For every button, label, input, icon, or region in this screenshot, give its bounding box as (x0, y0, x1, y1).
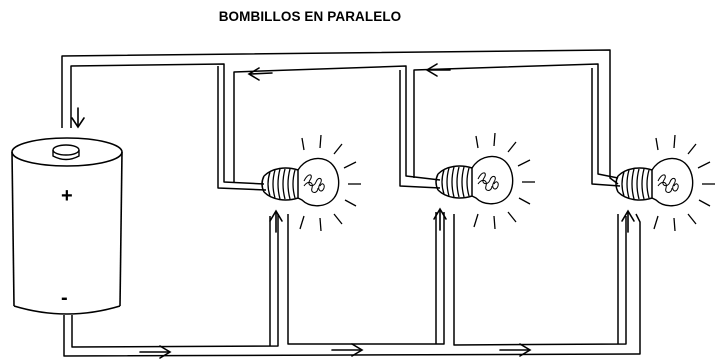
bulb-2 (435, 132, 536, 230)
current-arrows (71, 63, 635, 359)
battery (11, 137, 123, 315)
negative-sign: - (61, 287, 68, 309)
bulb-1 (261, 134, 362, 232)
diagram-title: BOMBILLOS EN PARALELO (218, 9, 402, 24)
top-wire (61, 49, 621, 191)
bottom-wire (63, 212, 641, 357)
positive-sign: + (61, 185, 73, 207)
